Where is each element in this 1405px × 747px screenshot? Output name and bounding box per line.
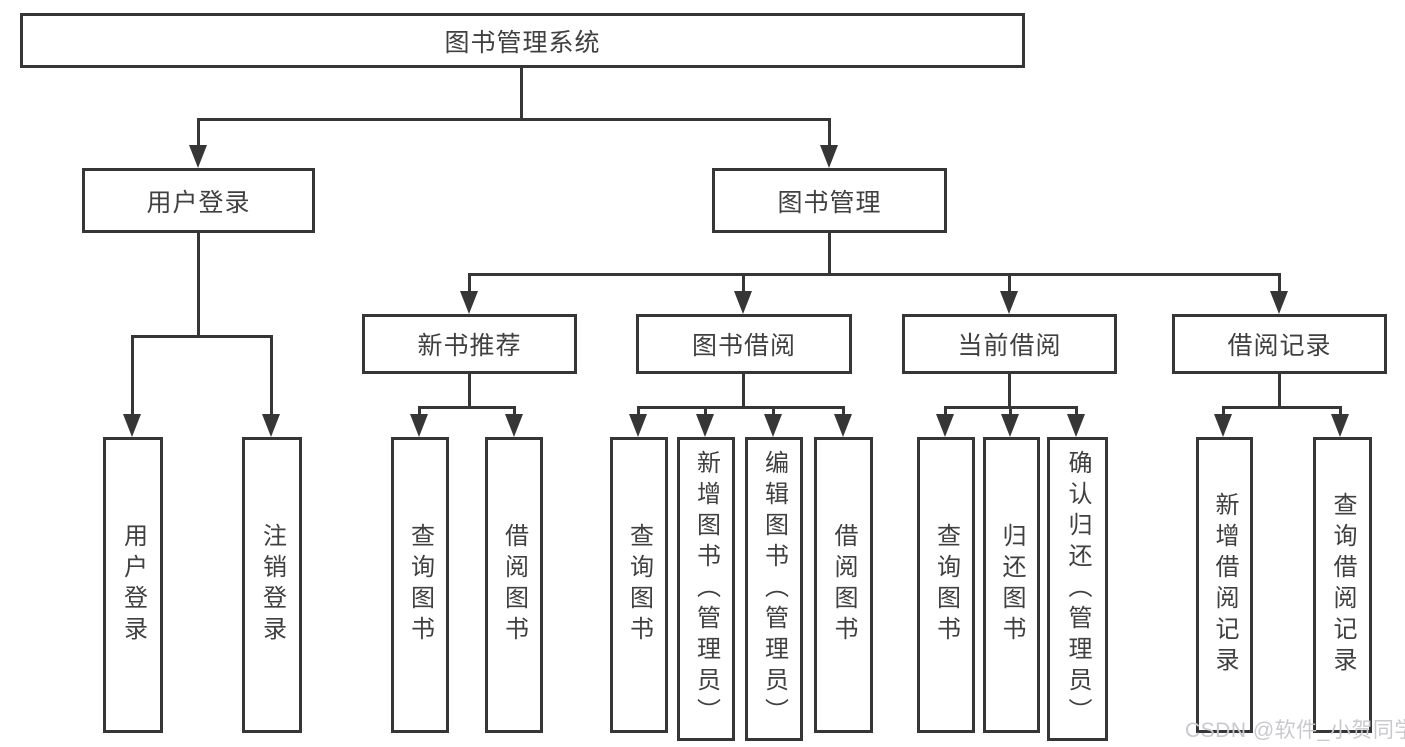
connector-records-stem bbox=[1278, 374, 1281, 406]
leaf-query-books-3: 查询图书 bbox=[917, 437, 975, 733]
connector-drop-borrow bbox=[742, 273, 745, 293]
leaf-logout: 注销登录 bbox=[242, 437, 302, 733]
arrow-down-icon bbox=[1214, 414, 1232, 437]
leaf-label: 查询图书 bbox=[625, 523, 653, 647]
leaf-label: 查询图书 bbox=[406, 523, 434, 647]
leaf-label: 借阅图书 bbox=[500, 523, 528, 647]
connector-newbook-rail bbox=[418, 406, 516, 409]
leaf-query-borrow-record: 查询借阅记录 bbox=[1313, 437, 1372, 733]
node-book-borrowing: 图书借阅 bbox=[636, 314, 852, 374]
connector-drop bbox=[1339, 406, 1342, 416]
connector-newbook-stem bbox=[468, 374, 471, 406]
arrow-down-icon bbox=[1270, 291, 1288, 314]
node-book-management: 图书管理 bbox=[712, 168, 947, 233]
connector-drop bbox=[772, 406, 775, 416]
arrow-down-icon bbox=[629, 414, 647, 437]
connector-drop bbox=[1009, 406, 1012, 416]
leaf-edit-book-admin: 编辑图书（管理员） bbox=[745, 437, 803, 741]
leaf-label: 借阅图书 bbox=[830, 523, 857, 647]
csdn-watermark: CSDN @软件_小贺同学 bbox=[1185, 719, 1405, 742]
leaf-label: 新增图书（管理员） bbox=[692, 449, 720, 729]
connector-borrow-rail bbox=[637, 406, 845, 409]
arrow-down-icon bbox=[410, 414, 428, 437]
connector-level2-rail bbox=[197, 118, 831, 121]
leaf-label: 用户登录 bbox=[119, 523, 147, 647]
connector-current-stem bbox=[1008, 374, 1011, 406]
leaf-label: 查询图书 bbox=[932, 523, 960, 647]
arrow-down-icon bbox=[734, 291, 752, 314]
connector-drop-login-leaf bbox=[131, 335, 134, 415]
connector-drop-logout-leaf bbox=[270, 335, 273, 415]
leaf-borrow-books-2: 借阅图书 bbox=[814, 437, 873, 733]
connector-drop bbox=[944, 406, 947, 416]
arrow-down-icon bbox=[1001, 414, 1019, 437]
leaf-label: 查询借阅记录 bbox=[1329, 492, 1356, 678]
leaf-add-borrow-record: 新增借阅记录 bbox=[1196, 437, 1253, 733]
node-borrowing-records: 借阅记录 bbox=[1172, 314, 1387, 374]
leaf-label: 归还图书 bbox=[998, 523, 1025, 647]
arrow-down-icon bbox=[936, 414, 954, 437]
leaf-add-book-admin: 新增图书（管理员） bbox=[677, 437, 735, 741]
node-new-book-recommend: 新书推荐 bbox=[362, 314, 577, 374]
leaf-query-books-1: 查询图书 bbox=[391, 437, 449, 733]
leaf-confirm-return-admin: 确认归还（管理员） bbox=[1047, 437, 1108, 741]
arrow-down-icon bbox=[764, 414, 782, 437]
arrow-down-icon bbox=[1331, 414, 1349, 437]
arrow-down-icon bbox=[189, 145, 207, 168]
connector-drop-current bbox=[1008, 273, 1011, 293]
leaf-user-login: 用户登录 bbox=[103, 437, 163, 733]
leaf-query-books-2: 查询图书 bbox=[610, 437, 668, 733]
connector-bookmgmt-stem bbox=[828, 233, 831, 273]
connector-drop-newbook bbox=[468, 273, 471, 293]
connector-drop bbox=[704, 406, 707, 416]
arrow-down-icon bbox=[820, 145, 838, 168]
connector-drop bbox=[1075, 406, 1078, 416]
connector-drop-records bbox=[1278, 273, 1281, 293]
connector-userlogin-stem bbox=[197, 233, 200, 335]
connector-drop bbox=[513, 406, 516, 416]
connector-drop-book-mgmt bbox=[828, 118, 831, 150]
arrow-down-icon bbox=[123, 414, 141, 437]
node-user-login: 用户登录 bbox=[82, 168, 315, 233]
leaf-label: 编辑图书（管理员） bbox=[760, 449, 788, 729]
arrow-down-icon bbox=[262, 414, 280, 437]
arrow-down-icon bbox=[1067, 414, 1085, 437]
connector-records-rail bbox=[1222, 406, 1342, 409]
leaf-label: 确认归还（管理员） bbox=[1064, 449, 1091, 729]
arrow-down-icon bbox=[1000, 291, 1018, 314]
connector-borrow-stem bbox=[742, 374, 745, 406]
leaf-label: 注销登录 bbox=[258, 523, 286, 647]
connector-drop bbox=[637, 406, 640, 416]
connector-drop-user-login bbox=[197, 118, 200, 150]
arrow-down-icon bbox=[505, 414, 523, 437]
connector-drop bbox=[1222, 406, 1225, 416]
arrow-down-icon bbox=[834, 414, 852, 437]
arrow-down-icon bbox=[696, 414, 714, 437]
leaf-return-books: 归还图书 bbox=[983, 437, 1040, 733]
connector-userlogin-rail bbox=[131, 335, 273, 338]
leaf-label: 新增借阅记录 bbox=[1211, 492, 1238, 678]
arrow-down-icon bbox=[460, 291, 478, 314]
node-current-borrowing: 当前借阅 bbox=[902, 314, 1117, 374]
node-root: 图书管理系统 bbox=[20, 13, 1025, 68]
connector-drop bbox=[842, 406, 845, 416]
connector-root-stem bbox=[520, 68, 523, 118]
connector-level3-rail bbox=[468, 273, 1281, 276]
connector-drop bbox=[418, 406, 421, 416]
leaf-borrow-books-1: 借阅图书 bbox=[485, 437, 543, 733]
